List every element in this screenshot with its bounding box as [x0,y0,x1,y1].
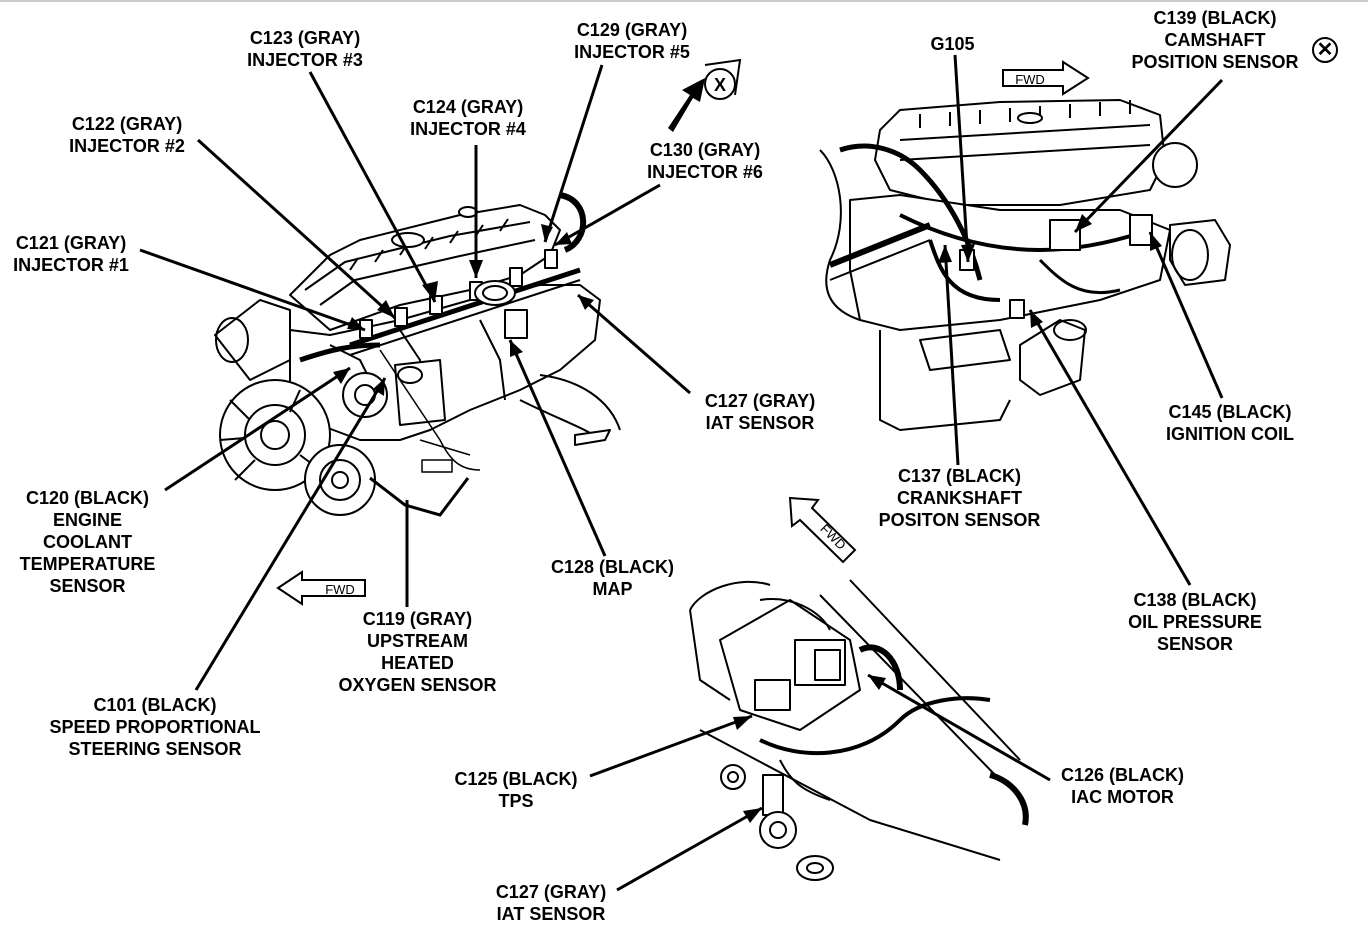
label-g105: G105 [915,33,990,55]
label-c120-l4: SENSOR [49,576,126,596]
label-c126-code: C126 (BLACK) [1060,765,1184,785]
label-c127-bottom-desc: IAT SENSOR [496,904,606,924]
label-c125-code: C125 (BLACK) [454,769,578,789]
label-c101-l2: STEERING SENSOR [68,739,242,759]
label-c145-desc: IGNITION COIL [1166,424,1294,444]
label-c128: C128 (BLACK) MAP [535,556,690,600]
label-c139-code: C139 (BLACK) [1153,8,1277,28]
label-c128-desc: MAP [592,579,633,599]
label-c128-code: C128 (BLACK) [550,557,674,577]
label-c126: C126 (BLACK) IAC MOTOR [1045,764,1200,808]
left-leader-lines [139,64,691,691]
fwd-arrow-diagonal: FWD [788,496,857,564]
label-c119-l2: HEATED [381,653,454,673]
label-c138-l2: SENSOR [1156,634,1234,654]
label-c139-l1: CAMSHAFT [1164,30,1266,50]
bottom-leader-lines [589,673,1051,892]
label-c139: C139 (BLACK) CAMSHAFT POSITION SENSOR [1115,7,1315,73]
label-c122-desc: INJECTOR #2 [69,136,185,156]
label-c121-desc: INJECTOR #1 [13,255,129,275]
label-c120-l2: COOLANT [43,532,132,552]
label-c124-code: C124 (GRAY) [412,97,524,117]
fwd-arrow-left: FWD [276,570,366,606]
label-c121-code: C121 (GRAY) [15,233,127,253]
label-c120-l1: ENGINE [52,510,122,530]
label-c119-l3: OXYGEN SENSOR [338,675,497,695]
label-c125-desc: TPS [498,791,534,811]
label-c120: C120 (BLACK) ENGINE COOLANT TEMPERATURE … [10,487,165,597]
label-c127-bottom-code: C127 (GRAY) [495,882,607,902]
label-c125: C125 (BLACK) TPS [440,768,592,812]
bottom-throttle-illustration [689,579,1029,881]
label-c121: C121 (GRAY) INJECTOR #1 [0,232,142,276]
label-c127-bottom: C127 (GRAY) IAT SENSOR [475,881,627,925]
label-c124: C124 (GRAY) INJECTOR #4 [393,96,543,140]
label-c119-code: C119 (GRAY) [362,609,473,629]
label-c127-top-code: C127 (GRAY) [704,391,816,411]
label-c129: C129 (GRAY) INJECTOR #5 [557,19,707,63]
label-c127-top: C127 (GRAY) IAT SENSOR [685,390,835,434]
label-c138: C138 (BLACK) OIL PRESSURE SENSOR [1110,589,1280,655]
label-c126-desc: IAC MOTOR [1071,787,1174,807]
label-c137-code: C137 (BLACK) [897,466,1021,486]
label-c119-l1: UPSTREAM [366,631,468,651]
label-c139-l2: POSITION SENSOR [1131,52,1299,72]
fwd-arrow-top: FWD [1002,60,1090,96]
right-engine-illustration [819,99,1231,431]
bottom-arrowheads [733,675,886,823]
label-c120-code: C120 (BLACK) [25,488,149,508]
left-arrowheads [333,224,594,396]
left-engine-illustration [214,192,621,516]
label-c122-code: C122 (GRAY) [71,114,183,134]
label-g105-code: G105 [930,34,975,54]
right-leader-lines [943,54,1224,586]
label-c137-l1: CRANKSHAFT [897,488,1022,508]
label-c130-code: C130 (GRAY) [649,140,761,160]
label-c129-code: C129 (GRAY) [576,20,688,40]
label-c127-top-desc: IAT SENSOR [705,413,815,433]
c119-bracket [369,476,470,517]
label-c130-desc: INJECTOR #6 [647,162,763,182]
label-c137: C137 (BLACK) CRANKSHAFT POSITON SENSOR [862,465,1057,531]
right-arrowheads [938,214,1162,328]
label-c101-l1: SPEED PROPORTIONAL [49,717,261,737]
label-c122: C122 (GRAY) INJECTOR #2 [52,113,202,157]
label-c124-desc: INJECTOR #4 [410,119,526,139]
label-c138-code: C138 (BLACK) [1133,590,1257,610]
label-c123: C123 (GRAY) INJECTOR #3 [230,27,380,71]
label-c120-l3: TEMPERATURE [19,554,156,574]
close-icon[interactable]: ✕ [1312,37,1338,63]
view-x-label: X [714,75,726,95]
label-c137-l2: POSITON SENSOR [878,510,1041,530]
fwd-label: FWD [1015,72,1045,87]
label-c145-code: C145 (BLACK) [1168,402,1292,422]
label-c101-code: C101 (BLACK) [93,695,217,715]
label-c129-desc: INJECTOR #5 [574,42,690,62]
label-c130: C130 (GRAY) INJECTOR #6 [630,139,780,183]
label-c101: C101 (BLACK) SPEED PROPORTIONAL STEERING… [30,694,280,760]
label-c119: C119 (GRAY) UPSTREAM HEATED OXYGEN SENSO… [325,608,510,696]
label-c123-desc: INJECTOR #3 [247,50,363,70]
label-c123-code: C123 (GRAY) [249,28,361,48]
label-c145: C145 (BLACK) IGNITION COIL [1150,401,1310,445]
label-c138-l1: OIL PRESSURE [1128,612,1262,632]
view-x-marker: X [668,58,742,132]
fwd-label: FWD [325,582,355,597]
